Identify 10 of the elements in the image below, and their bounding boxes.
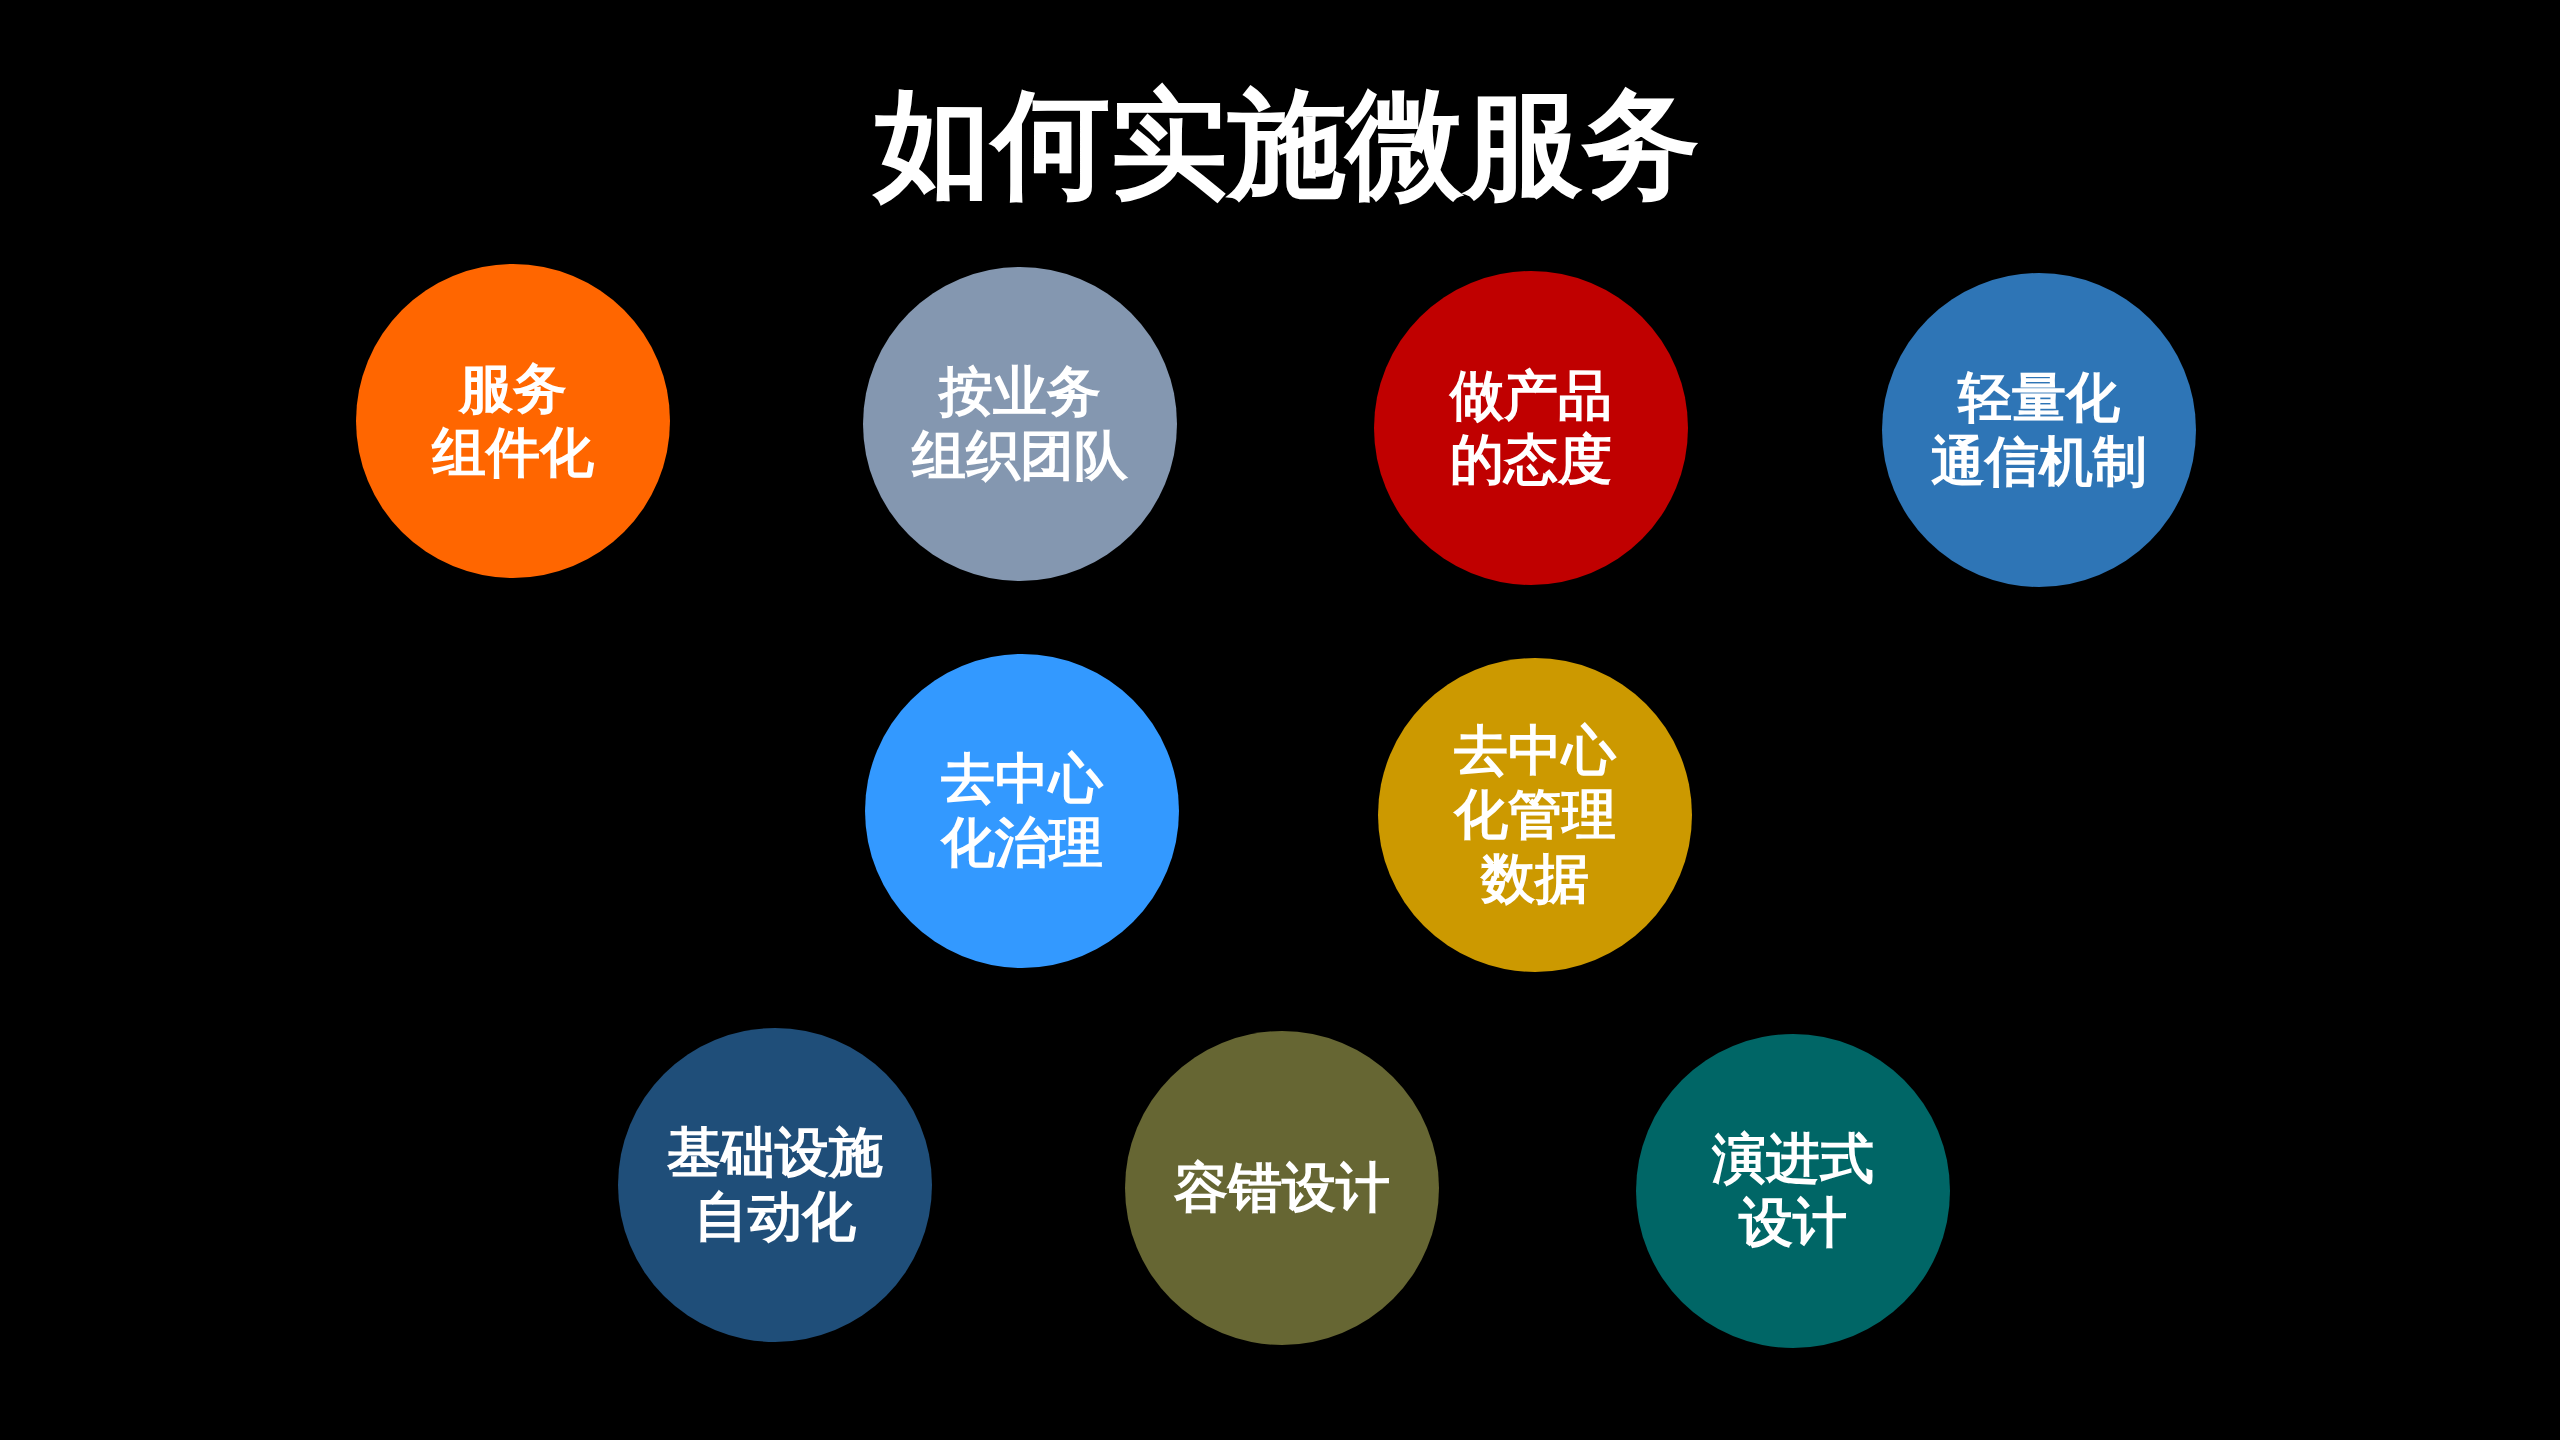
node-label: 基础设施自动化	[667, 1121, 883, 1249]
node-label: 服务组件化	[432, 357, 594, 485]
node-label: 做产品的态度	[1450, 364, 1612, 492]
node-label: 去中心化管理数据	[1454, 719, 1616, 911]
node-label: 容错设计	[1174, 1156, 1390, 1220]
node-label: 去中心化治理	[941, 747, 1103, 875]
title: 如何实施微服务	[874, 84, 1700, 204]
node-label: 轻量化通信机制	[1931, 366, 2147, 494]
node-label: 演进式设计	[1712, 1127, 1874, 1255]
node-label: 按业务组织团队	[912, 360, 1128, 488]
